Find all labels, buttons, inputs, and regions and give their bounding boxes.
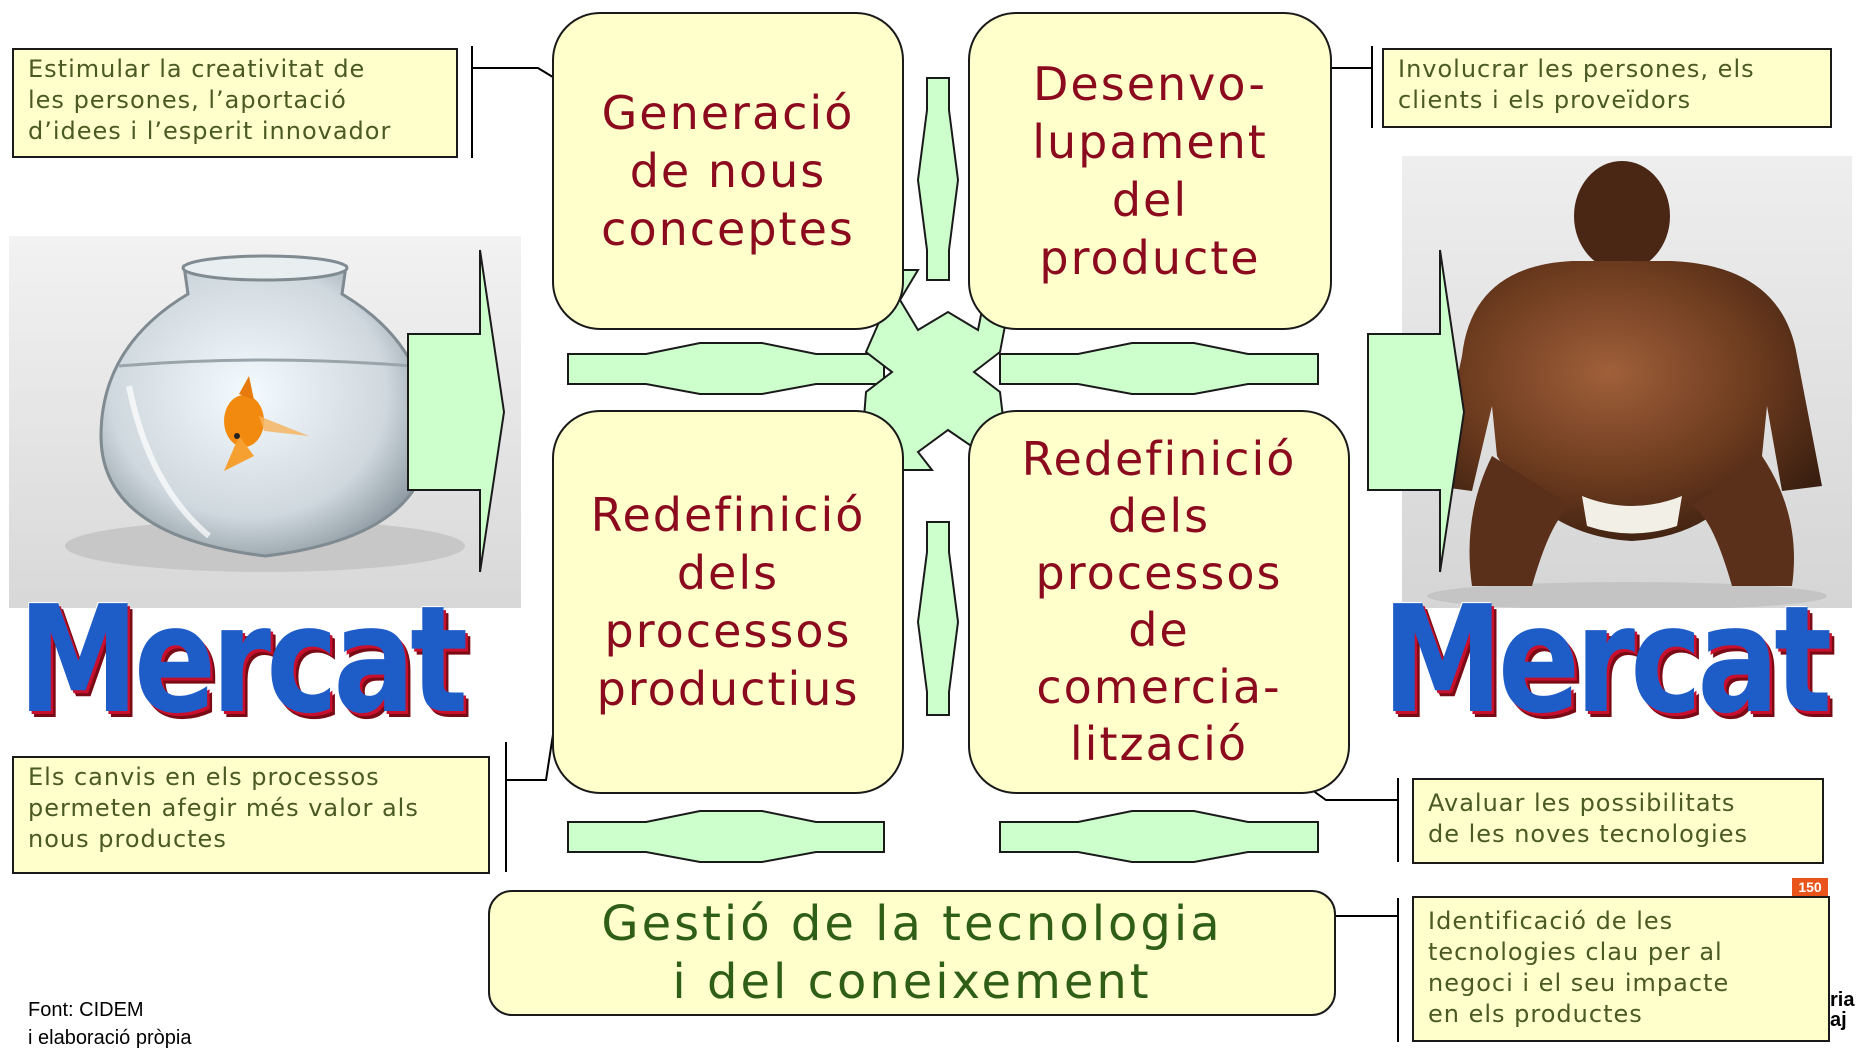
box-redefinicio-comercialitzacio: Redefinició dels processos de comercia- … <box>968 410 1350 794</box>
box-redefinicio-productius: Redefinició dels processos productius <box>552 410 904 794</box>
double-arrow-right-bottom <box>999 810 1319 863</box>
market-arrow-left <box>407 249 506 573</box>
logo-text: ria aj <box>1830 989 1855 1031</box>
box-gestio-tecnologia: Gestió de la tecnologia i del coneixemen… <box>488 890 1336 1016</box>
box-redef-comercial-label: Redefinició dels processos de comercia- … <box>1021 432 1297 771</box>
source-line2: i elaboració pròpia <box>28 1027 192 1049</box>
double-arrow-top-middle <box>916 77 960 281</box>
note-avaluar: Avaluar les possibilitats de les noves t… <box>1412 778 1824 864</box>
box-desenvolupament-producte: Desenvo- lupament del producte <box>968 12 1332 330</box>
double-arrow-bottom-middle <box>916 521 960 716</box>
mercat-title-right: Mercat <box>1382 574 1832 746</box>
note-canvis: Els canvis en els processos permeten afe… <box>12 756 490 874</box>
source-line1: Font: CIDEM <box>28 999 144 1021</box>
double-arrow-right-middle <box>999 342 1319 395</box>
double-arrow-left-bottom <box>567 810 885 863</box>
note-involucrar: Involucrar les persones, els clients i e… <box>1382 48 1832 128</box>
note-identificacio: Identificació de les tecnologies clau pe… <box>1412 896 1830 1042</box>
sumo-wrestler-image <box>1402 156 1852 608</box>
box-generacio-conceptes: Generació de nous conceptes <box>552 12 904 330</box>
box-redef-productius-label: Redefinició dels processos productius <box>590 488 866 716</box>
box-gestio-label: Gestió de la tecnologia i del coneixemen… <box>601 896 1223 1010</box>
note-creativitat: Estimular la creativitat de les persones… <box>12 48 458 158</box>
box-generacio-label: Generació de nous conceptes <box>601 86 855 256</box>
double-arrow-left-middle <box>567 342 885 395</box>
mercat-title-left: Mercat <box>18 574 468 746</box>
market-arrow-right <box>1367 249 1466 573</box>
box-desenvolupament-label: Desenvo- lupament del producte <box>1032 57 1268 285</box>
logo-badge: 150 <box>1792 878 1828 896</box>
